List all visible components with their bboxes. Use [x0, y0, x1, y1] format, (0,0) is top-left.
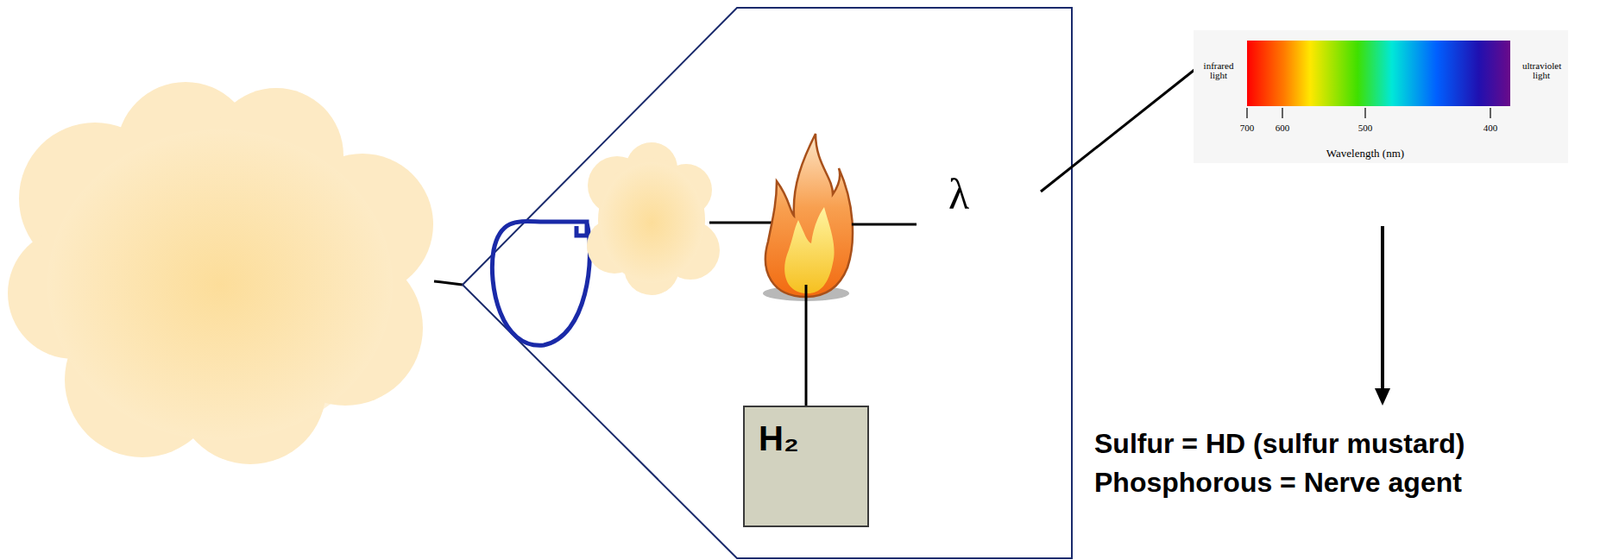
wavelength-symbol: λ: [948, 172, 970, 216]
spectrum-bar: [1247, 40, 1511, 107]
result-note: Sulfur = HD (sulfur mustard): [1094, 429, 1465, 458]
pumped-sample: [586, 142, 720, 296]
flame-core: [784, 207, 834, 294]
tick-value: 700: [1240, 123, 1255, 133]
arrow-head: [1374, 388, 1391, 406]
inlet-line: [434, 281, 463, 285]
hydrogen-flame: [765, 133, 853, 297]
spectrum-panel: [1193, 30, 1569, 164]
sample-cloud: [7, 81, 434, 465]
node-text: H₂: [758, 419, 800, 459]
tick-value: 500: [1358, 123, 1374, 133]
sample-pump: [491, 221, 590, 347]
tick-value: 400: [1483, 123, 1499, 133]
hydrogen-feed-line: [805, 284, 808, 407]
axis-title: Wavelength (nm): [1326, 147, 1405, 159]
hydrogen-supply-box: H₂: [743, 405, 870, 528]
cloud-shade: [47, 129, 393, 441]
spectrum-end-label: ultraviolet light: [1522, 61, 1561, 81]
spectrum-ticks: [1247, 107, 1491, 119]
detector-housing: [462, 7, 1072, 559]
tick-value: 600: [1275, 123, 1291, 133]
feed-line: [709, 221, 773, 225]
emission-line: [851, 223, 917, 227]
result-arrow: [1380, 226, 1385, 391]
cloud-shade: [599, 162, 704, 284]
spectrum-end-label: infrared light: [1199, 61, 1238, 81]
result-note: Phosphorous = Nerve agent: [1094, 468, 1462, 497]
spectrum-leader: [1040, 66, 1199, 192]
